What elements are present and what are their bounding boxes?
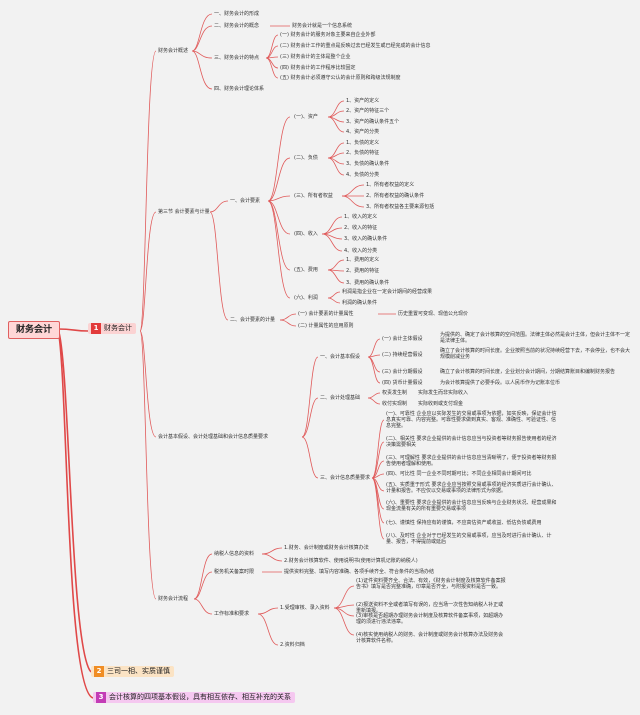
node-profit: (六)、利润 [294, 295, 318, 301]
node-quality-1: (一)、可靠性 企业应以实际发生的交易或事项为依据，如实反映，保证会计信息真实可… [386, 411, 557, 429]
node-review-2: (2)报送资料不全或者填写有误的，应当场一次性告知纳税人补正或重新填报。 [356, 602, 504, 614]
node-measure-principle: (二) 计量属性的应用原则 [298, 323, 354, 329]
node-basic-assumptions: 一、会计基本假设 [320, 354, 361, 360]
node-concept: 二、财务会计的概念 [214, 23, 260, 29]
node-measurement: 二、会计要素的计量 [230, 317, 276, 323]
topic-3-number: 3 [96, 692, 106, 703]
node-exp-3: 3、费用的确认条件 [346, 280, 390, 286]
node-income-1: 1、收入的定义 [344, 214, 378, 220]
node-measure-attr: (一) 会计要素的计量属性 [298, 311, 354, 317]
node-review: 1.受理审核、录入资料 [280, 605, 330, 611]
node-quality-7: (七)、谨慎性 保持应有的谨慎，不应高估资产或收益、低估负债或费用 [386, 520, 542, 526]
node-assets: (一)、资产 [294, 114, 318, 120]
node-assumptions-basis: 会计基本假设、会计处理基础和会计信息质量要求 [158, 434, 269, 440]
node-feature-5: (五) 财务会计必须遵守公认的会计原则和跨级法规制度 [280, 75, 401, 81]
topic-2-label: 三司一相、实质谨慎 [107, 667, 170, 675]
node-feature-1: (一) 财务会计的服务对象主要来自企业外部 [280, 32, 376, 38]
node-work-standards: 工作标准和要求 [214, 611, 250, 617]
node-accrual: 权责发生制 [382, 390, 408, 396]
node-taxpayer-doc-1: 1.财务、会计制度或财务会计核算办法 [284, 545, 369, 551]
node-exp-2: 2、费用的特征 [346, 268, 380, 274]
node-theory: 四、财务会计理论体系 [214, 86, 265, 92]
node-going-concern: (二) 持续经营假设 [382, 352, 423, 358]
node-feature-3: (三) 财务会计的主体是整个企业 [280, 54, 351, 60]
node-taxpayer-doc-2: 2.财务会计核算软件、使用说明书(使用计算机记账的纳税人) [284, 558, 418, 564]
node-review-1: (1)证件资料要齐全、合法、有效，《财务会计制度及核算软件备案报告书》填写是否完… [356, 578, 506, 590]
node-equity-2: 2、所有者权益的确认条件 [366, 193, 425, 199]
node-cash-basis: 收付实现制 [382, 401, 408, 407]
node-formation: 一、财务会计的形成 [214, 11, 260, 17]
node-liab-4: 4、负债的分类 [346, 172, 380, 178]
node-cash-basis-desc: 实际收到或支付现金 [418, 401, 464, 407]
node-quality-2: (二)、相关性 要求企业提供的会计信息应当与投资者等财务报告使用者的经济决策需要… [386, 436, 557, 448]
node-features: 三、财务会计的特点 [214, 55, 260, 61]
node-quality-8: (八)、及时性 企业对于已经发生的交易或事项，应当及时进行会计确认、计量、报告，… [386, 533, 552, 545]
node-currency-desc: 为会计核算提供了必要手段。以人民币作为记账本位币 [440, 380, 561, 386]
node-liab-2: 2、负债的特征 [346, 150, 380, 156]
node-review-4: (4)核实使用纳税人的财务、会计制度或财务会计核算办法及财务会计核算软件名称。 [356, 632, 504, 644]
node-income: (四)、收入 [294, 231, 318, 237]
node-accrual-desc: 实际发生而非实际收入 [418, 390, 469, 396]
node-processing-basis: 二、会计处理基础 [320, 395, 361, 401]
node-archive: 2.资料归档 [280, 642, 305, 648]
node-income-4: 4、收入的分类 [344, 248, 378, 254]
topic-1-label: 财务会计 [104, 324, 132, 332]
node-quality-6: (六)、重要性 要求企业提供的会计信息应当反映与企业财务状况、经营成果和现金流量… [386, 500, 557, 512]
node-assets-1: 1、资产的定义 [346, 98, 380, 104]
node-expenses: (五)、费用 [294, 267, 318, 273]
topic-2-number: 2 [94, 666, 104, 677]
node-filing-time: 税务机关备案时限 [214, 569, 255, 575]
node-assets-2: 2、资产的特征三个 [346, 108, 390, 114]
node-quality-5: (五)、实质重于形式 要求企业应当按照交易或事项的经济实质进行会计确认、计量和报… [386, 482, 557, 494]
node-concept-detail: 财务会计就是一个信息系统 [292, 23, 353, 29]
node-feature-4: (四) 财务会计的工作程序比较固定 [280, 65, 356, 71]
node-process: 财务会计流程 [158, 596, 189, 602]
node-feature-2: (二) 财务会计工作的重点是反映过去已经发生或已经完成的会计信息 [280, 43, 431, 49]
node-filing-time-detail: 提供资料完整、填写内容准确、各项手续齐全、符合条件的当场办结 [284, 569, 435, 575]
node-quality-3: (三)、可理解性 要求企业提供的会计信息应当清晰明了，便于投资者等财务报告使用者… [386, 455, 557, 467]
node-period-desc: 确立了会计核算的时间长度，企业划分会计期间，分期结算账目和编制财务报告 [440, 369, 616, 375]
root-node: 财务会计 [8, 321, 60, 339]
node-entity: (一) 会计主体假设 [382, 336, 423, 342]
node-quality: 三、会计信息质量要求 [320, 475, 371, 481]
node-overview: 财务会计概述 [158, 48, 189, 54]
node-liab-3: 3、负债的确认条件 [346, 161, 390, 167]
node-elements-measurement: 第三节 会计要素与计量 [158, 209, 210, 215]
node-assets-3: 3、资产的确认条件五个 [346, 119, 400, 125]
node-quality-4: (四)、可比性 同一企业不同时期可比；不同企业相同会计期间可比 [386, 471, 532, 477]
node-currency: (四) 货币计量假设 [382, 380, 423, 386]
node-equity-3: 3、所有者权益各主要来源包括 [366, 204, 435, 210]
node-equity: (三)、所有者权益 [294, 193, 333, 199]
node-liabilities: (二)、负债 [294, 155, 318, 161]
node-exp-1: 1、费用的定义 [346, 257, 380, 263]
node-profit-1: 利润是指企业在一定会计期间的经营成果 [342, 289, 433, 295]
topic-3-label: 会计核算的四项基本假设，具有相互依存、相互补充的关系 [109, 693, 291, 701]
node-period: (三) 会计分期假设 [382, 369, 423, 375]
node-income-2: 2、收入的特征 [344, 225, 378, 231]
node-equity-1: 1、所有者权益的定义 [366, 182, 415, 188]
node-measure-attr-detail: 历史重置可变现、现值公允现价 [398, 311, 469, 317]
node-going-concern-desc: 确立了会计核算的时间长度。企业按照当前的状况持续经营下去，不会停业，也不会大规模… [440, 348, 631, 360]
node-liab-1: 1、负债的定义 [346, 140, 380, 146]
node-taxpayer-docs: 纳税人信息的资料 [214, 551, 255, 557]
node-review-3: (3)审核是否超期办理财务会计制度及核算软件备案事项，如超期办理的须进行违法违章… [356, 613, 504, 625]
node-assets-4: 4、资产的分类 [346, 129, 380, 135]
node-income-3: 3、收入的确认条件 [344, 236, 388, 242]
node-elements: 一、会计要素 [230, 198, 261, 204]
node-profit-2: 利润的确认条件 [342, 300, 378, 306]
node-entity-desc: 为提供的、确定了会计核算的空间范围。法律主体必然是会计主体，但会计主体不一定是法… [440, 332, 631, 344]
topic-1-number: 1 [91, 323, 101, 334]
